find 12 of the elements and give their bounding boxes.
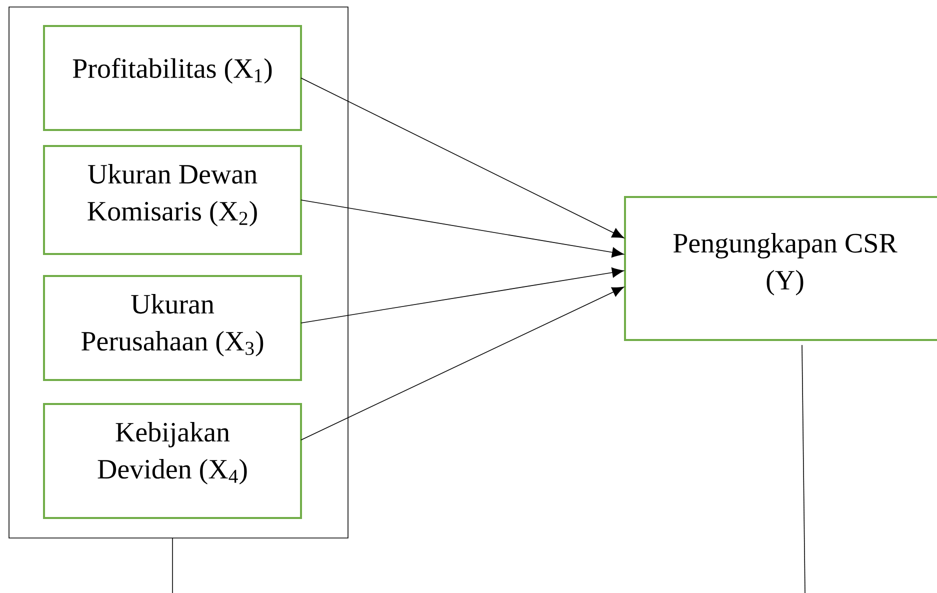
variable-box: Profitabilitas (X$_{1}$) xyxy=(43,25,302,131)
connector-line xyxy=(172,538,173,593)
arrow xyxy=(300,286,624,440)
outcome-box: Pengungkapan CSR (Y) xyxy=(624,196,937,341)
arrow xyxy=(300,267,624,324)
arrow xyxy=(300,200,624,258)
variable-box: Ukuran Perusahaan (X$_{3}$) xyxy=(43,275,302,381)
arrow xyxy=(300,78,624,238)
variable-box: Kebijakan Deviden (X$_{4}$) xyxy=(43,403,302,519)
group-box xyxy=(8,6,348,538)
connector-line xyxy=(802,344,806,593)
variable-box: Ukuran Dewan Komisaris (X$_{2}$) xyxy=(43,145,302,255)
